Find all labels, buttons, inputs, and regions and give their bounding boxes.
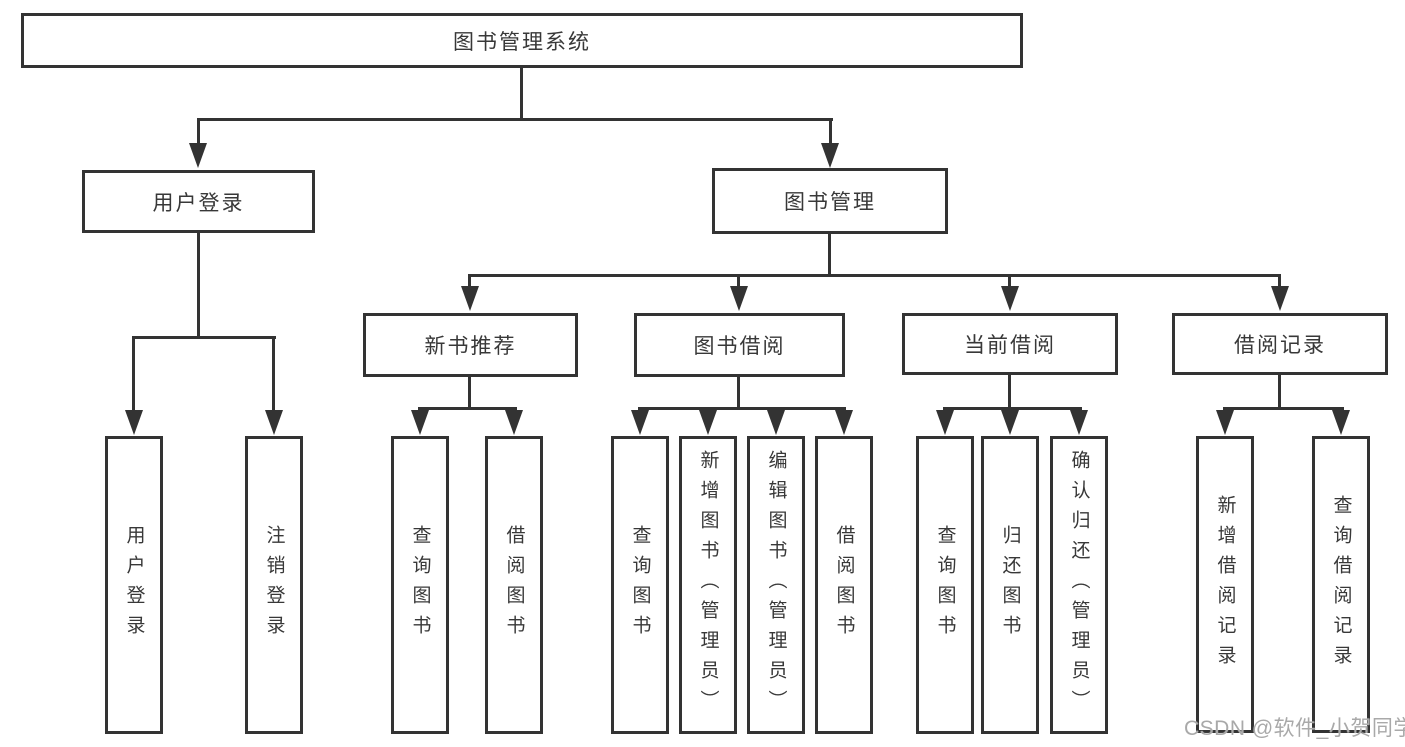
connector-line bbox=[197, 233, 200, 338]
connector-line bbox=[132, 339, 135, 411]
arrow-down-icon bbox=[1070, 410, 1088, 435]
leaf-return-books: 归还图书 bbox=[981, 436, 1039, 734]
leaf-logout: 注销登录 bbox=[245, 436, 303, 734]
connector-line bbox=[1278, 277, 1281, 289]
leaf-add-books-admin: 新增图书（管理员） bbox=[679, 436, 737, 734]
connector-line bbox=[272, 339, 275, 411]
csdn-watermark: CSDN @软件_小贺同学 bbox=[1184, 717, 1405, 740]
connector-line bbox=[468, 274, 1281, 277]
connector-line bbox=[197, 118, 833, 121]
arrow-down-icon bbox=[505, 410, 523, 435]
connector-line bbox=[468, 377, 471, 409]
connector-line bbox=[1008, 277, 1011, 289]
connector-line bbox=[737, 277, 740, 289]
connector-line bbox=[943, 407, 1082, 410]
leaf-query-books-current: 查询图书 bbox=[916, 436, 974, 734]
leaf-query-borrow-record: 查询借阅记录 bbox=[1312, 436, 1370, 733]
arrow-down-icon bbox=[125, 410, 143, 435]
arrow-down-icon bbox=[265, 410, 283, 435]
arrow-down-icon bbox=[699, 410, 717, 435]
connector-line bbox=[829, 121, 832, 146]
arrow-down-icon bbox=[767, 410, 785, 435]
node-book-management: 图书管理 bbox=[712, 168, 948, 234]
arrow-down-icon bbox=[1332, 410, 1350, 435]
node-library-management-system: 图书管理系统 bbox=[21, 13, 1023, 68]
arrow-down-icon bbox=[461, 286, 479, 311]
connector-line bbox=[1008, 375, 1011, 409]
connector-line bbox=[1278, 375, 1281, 409]
arrow-down-icon bbox=[411, 410, 429, 435]
leaf-borrow-books: 借阅图书 bbox=[815, 436, 873, 734]
connector-line bbox=[737, 377, 740, 409]
leaf-user-login: 用户登录 bbox=[105, 436, 163, 734]
leaf-confirm-return-admin: 确认归还（管理员） bbox=[1050, 436, 1108, 734]
arrow-down-icon bbox=[1216, 410, 1234, 435]
leaf-borrow-books-recommend: 借阅图书 bbox=[485, 436, 543, 734]
leaf-add-borrow-record: 新增借阅记录 bbox=[1196, 436, 1254, 733]
connector-line bbox=[197, 121, 200, 146]
node-borrowing-records: 借阅记录 bbox=[1172, 313, 1388, 375]
leaf-query-books-recommend: 查询图书 bbox=[391, 436, 449, 734]
arrow-down-icon bbox=[1271, 286, 1289, 311]
node-book-borrowing: 图书借阅 bbox=[634, 313, 845, 377]
connector-line bbox=[828, 234, 831, 276]
connector-line bbox=[520, 68, 523, 121]
arrow-down-icon bbox=[631, 410, 649, 435]
arrow-down-icon bbox=[1001, 286, 1019, 311]
arrow-down-icon bbox=[1001, 410, 1019, 435]
arrow-down-icon bbox=[189, 143, 207, 168]
arrow-down-icon bbox=[936, 410, 954, 435]
arrow-down-icon bbox=[835, 410, 853, 435]
node-current-borrowing: 当前借阅 bbox=[902, 313, 1118, 375]
connector-line bbox=[468, 277, 471, 289]
node-new-book-recommendation: 新书推荐 bbox=[363, 313, 578, 377]
arrow-down-icon bbox=[821, 143, 839, 168]
leaf-query-books-borrowing: 查询图书 bbox=[611, 436, 669, 734]
connector-line bbox=[1223, 407, 1344, 410]
connector-line bbox=[418, 407, 517, 410]
arrow-down-icon bbox=[730, 286, 748, 311]
connector-line bbox=[132, 336, 276, 339]
node-user-login: 用户登录 bbox=[82, 170, 315, 233]
connector-line bbox=[638, 407, 846, 410]
leaf-edit-books-admin: 编辑图书（管理员） bbox=[747, 436, 805, 734]
